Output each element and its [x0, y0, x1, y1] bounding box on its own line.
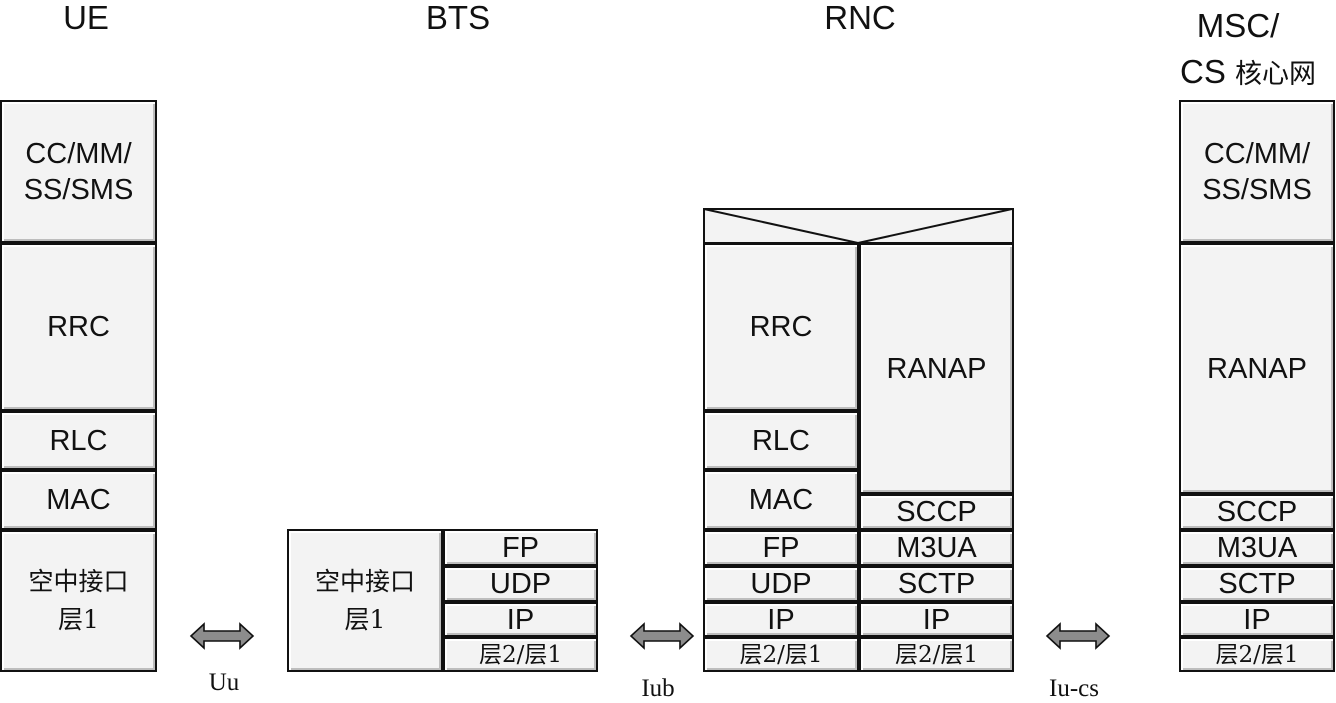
- rnc-sccp-layer: SCCP: [859, 494, 1014, 530]
- bts-ip-layer: IP: [443, 602, 598, 637]
- rnc-ranap-layer: RANAP: [859, 243, 1014, 494]
- rnc-ip-right-layer: IP: [859, 602, 1014, 637]
- iub-double-arrow-icon: [629, 622, 695, 650]
- ue-rlc-layer: RLC: [0, 411, 157, 470]
- ue-title: UE: [63, 0, 109, 36]
- msc-nas-layer: CC/MM/ SS/SMS: [1179, 100, 1335, 243]
- bts-phy-layer: 空中接口 层1: [287, 529, 443, 672]
- ue-mac-layer: MAC: [0, 470, 157, 530]
- rnc-m3ua-layer: M3UA: [859, 530, 1014, 566]
- ue-nas-layer: CC/MM/ SS/SMS: [0, 100, 157, 243]
- rnc-udp-layer: UDP: [703, 566, 859, 602]
- uu-double-arrow-icon: [189, 622, 255, 650]
- rnc-l2l1-left-layer: 层2/层1: [703, 637, 859, 672]
- msc-title-cjk: 核心网: [1235, 59, 1316, 90]
- msc-title-latin: CS: [1179, 53, 1235, 90]
- rnc-rrc-layer: RRC: [703, 243, 859, 411]
- msc-ip-layer: IP: [1179, 602, 1335, 637]
- rnc-ip-left-layer: IP: [703, 602, 859, 637]
- msc-ranap-layer: RANAP: [1179, 243, 1335, 494]
- rnc-relay-wedge: [703, 208, 1014, 244]
- bts-title: BTS: [425, 0, 491, 36]
- rnc-rlc-layer: RLC: [703, 411, 859, 470]
- uu-interface-label: Uu: [208, 669, 240, 696]
- rnc-title: RNC: [824, 0, 896, 36]
- rnc-l2l1-right-layer: 层2/层1: [859, 637, 1014, 672]
- msc-sccp-layer: SCCP: [1179, 494, 1335, 530]
- msc-title-line1: MSC/: [1196, 7, 1280, 44]
- ue-rrc-layer: RRC: [0, 243, 157, 411]
- msc-title-line2: CS 核心网: [1160, 54, 1336, 93]
- rnc-mac-layer: MAC: [703, 470, 859, 530]
- bts-fp-layer: FP: [443, 529, 598, 566]
- msc-l2l1-layer: 层2/层1: [1179, 637, 1335, 672]
- iucs-double-arrow-icon: [1045, 622, 1111, 650]
- ue-phy-layer: 空中接口 层1: [0, 530, 157, 672]
- msc-m3ua-layer: M3UA: [1179, 530, 1335, 566]
- iucs-interface-label: Iu-cs: [1049, 675, 1099, 702]
- msc-sctp-layer: SCTP: [1179, 566, 1335, 602]
- bts-l2l1-layer: 层2/层1: [443, 637, 598, 672]
- iub-interface-label: Iub: [641, 675, 675, 702]
- bts-udp-layer: UDP: [443, 566, 598, 602]
- rnc-fp-layer: FP: [703, 530, 859, 566]
- rnc-sctp-layer: SCTP: [859, 566, 1014, 602]
